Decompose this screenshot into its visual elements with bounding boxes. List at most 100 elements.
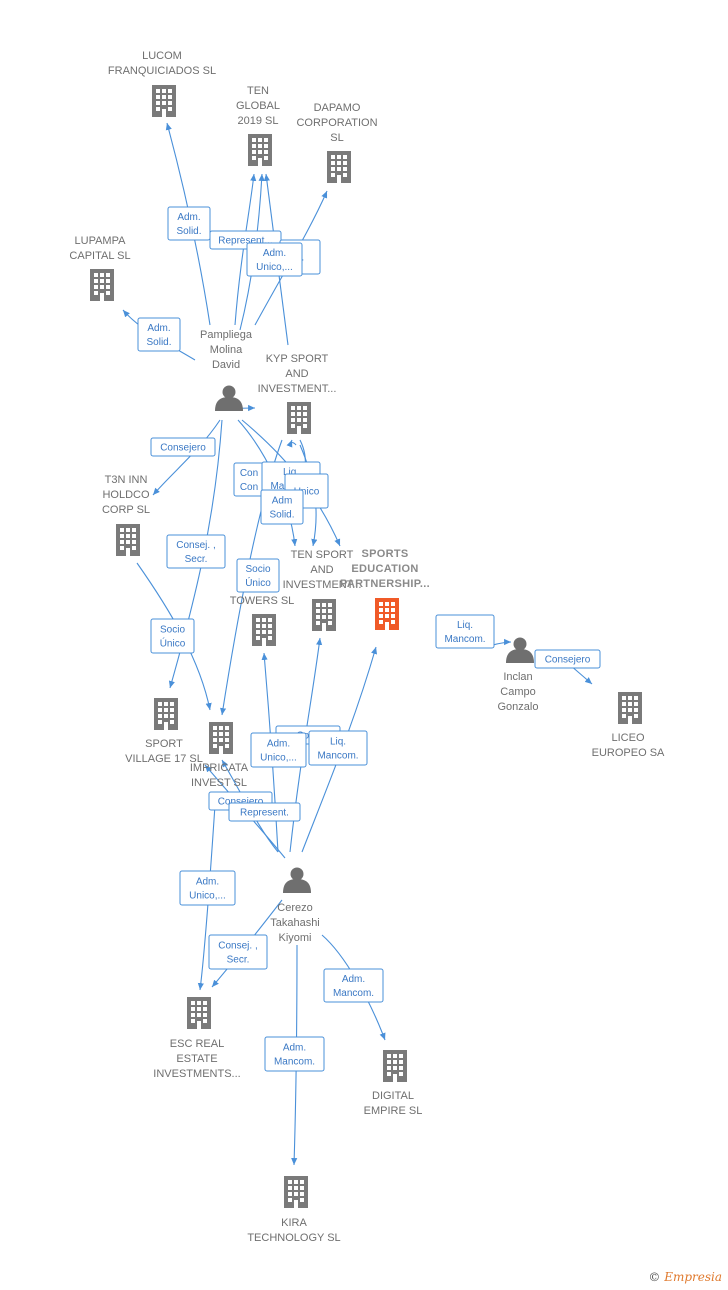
node-towers[interactable]: TOWERS SL — [230, 595, 295, 646]
relation-label-box — [323, 968, 384, 1003]
relation-label-text: Adm — [272, 496, 293, 507]
relation-label-r15[interactable]: Consejero — [534, 649, 601, 669]
node-label: INVEST SL — [191, 777, 247, 789]
relation-label-text: Solid. — [269, 510, 294, 521]
relation-label-r6[interactable]: Consejero — [150, 437, 216, 457]
relation-label-r23[interactable]: Adm.Mancom. — [323, 968, 384, 1003]
person-icon — [283, 867, 311, 893]
node-label: Kiyomi — [278, 932, 311, 944]
node-label: EMPIRE SL — [364, 1105, 423, 1117]
relation-label-text: Unico,... — [189, 891, 226, 902]
building-icon — [209, 722, 233, 754]
relation-label-text: Con — [240, 468, 258, 479]
node-label: TEN — [247, 85, 269, 97]
node-tensport[interactable]: TEN SPORTANDINVESTMENT... — [283, 549, 362, 631]
relation-label-text: Adm. — [267, 739, 290, 750]
credit: © Empresia — [648, 1270, 722, 1284]
relation-label-box — [179, 870, 236, 906]
node-label: Cerezo — [277, 902, 312, 914]
relation-label-r21[interactable]: Adm. Unico,... — [179, 870, 236, 906]
relation-label-r24[interactable]: Adm.Mancom. — [264, 1036, 325, 1072]
relation-label-r18[interactable]: Liq. Mancom. — [308, 730, 368, 766]
relation-label-text: Consejero — [160, 443, 206, 454]
node-label: KYP SPORT — [266, 353, 329, 365]
relation-label-text: Adm. — [283, 1043, 306, 1054]
relation-label-r20[interactable]: Represent. — [228, 802, 301, 822]
node-label: SPORTS — [361, 548, 408, 560]
relation-label-text: Único — [245, 576, 271, 589]
relation-label-r5[interactable]: Adm.Solid. — [137, 317, 181, 352]
node-kyp[interactable]: KYP SPORTANDINVESTMENT... — [258, 353, 337, 434]
building-icon — [152, 85, 176, 117]
node-label: VILLAGE 17 SL — [125, 753, 203, 765]
relation-label-text: Liq. — [330, 737, 346, 748]
node-label: PARTNERSHIP... — [340, 578, 430, 590]
node-dapamo[interactable]: DAPAMO CORPORATION SL — [296, 102, 378, 183]
relation-label-box — [228, 802, 301, 822]
relation-label-text: Adm. — [177, 212, 200, 223]
relation-label-box — [250, 732, 307, 768]
node-label: ESTATE — [176, 1053, 217, 1065]
node-label: GLOBAL — [236, 100, 280, 112]
relation-label-r22[interactable]: Consej. ,Secr. — [208, 934, 268, 970]
relation-label-box — [150, 437, 216, 457]
relation-label-r14[interactable]: Liq.Mancom. — [435, 614, 495, 649]
relation-label-text: Adm. — [196, 877, 219, 888]
node-impricata[interactable]: IMPRICATA INVEST SL — [190, 722, 249, 789]
node-label: SL — [330, 132, 343, 144]
empresia-logo[interactable]: Empresia — [664, 1270, 722, 1284]
relation-label-text: Con — [240, 482, 258, 493]
relation-label-box — [260, 489, 304, 525]
relation-label-box — [208, 934, 268, 970]
relation-label-r17[interactable]: Adm.Unico,... — [250, 732, 307, 768]
relation-label-text: Mancom. — [317, 751, 358, 762]
relation-label-box — [137, 317, 181, 352]
node-label: David — [212, 359, 240, 371]
node-label: FRANQUICIADOS SL — [108, 65, 216, 77]
relation-label-text: Solid. — [176, 226, 201, 237]
relation-label-text: Cons — [296, 731, 319, 742]
node-sports[interactable]: SPORTS EDUCATION PARTNERSHIP... — [340, 548, 430, 630]
node-label: Campo — [500, 686, 535, 698]
building-icon — [90, 269, 114, 301]
relation-label-r1[interactable]: Adm. Solid. — [167, 206, 211, 241]
relation-label-box — [166, 534, 226, 569]
building-icon — [383, 1050, 407, 1082]
relation-label-text: Socio — [245, 564, 270, 575]
node-label: Gonzalo — [498, 701, 539, 713]
node-label: EDUCATION — [351, 563, 418, 575]
relation-label-text: Consejero — [545, 655, 591, 666]
relation-label-text: Consej. , — [176, 540, 215, 551]
relation-label-box — [308, 730, 368, 766]
node-label: CAPITAL SL — [69, 250, 130, 262]
node-label: ESC REAL — [170, 1038, 224, 1050]
relation-label-text: Adm. — [342, 974, 365, 985]
copyright-icon: © — [648, 1270, 661, 1284]
relation-label-box — [246, 242, 303, 277]
relation-label-text: Consej. , — [218, 941, 257, 952]
relation-label-text: Secr. — [185, 554, 208, 565]
node-label: DAPAMO — [314, 102, 361, 114]
relation-edge — [152, 419, 221, 496]
node-label: CORPORATION — [296, 117, 377, 129]
relation-label-r11[interactable]: Consej. , Secr. — [166, 534, 226, 569]
node-esc[interactable]: ESC REALESTATEINVESTMENTS... — [153, 997, 241, 1080]
relation-label-r4[interactable]: Adm.Unico,... — [246, 242, 303, 277]
node-label: IMPRICATA — [190, 762, 249, 774]
